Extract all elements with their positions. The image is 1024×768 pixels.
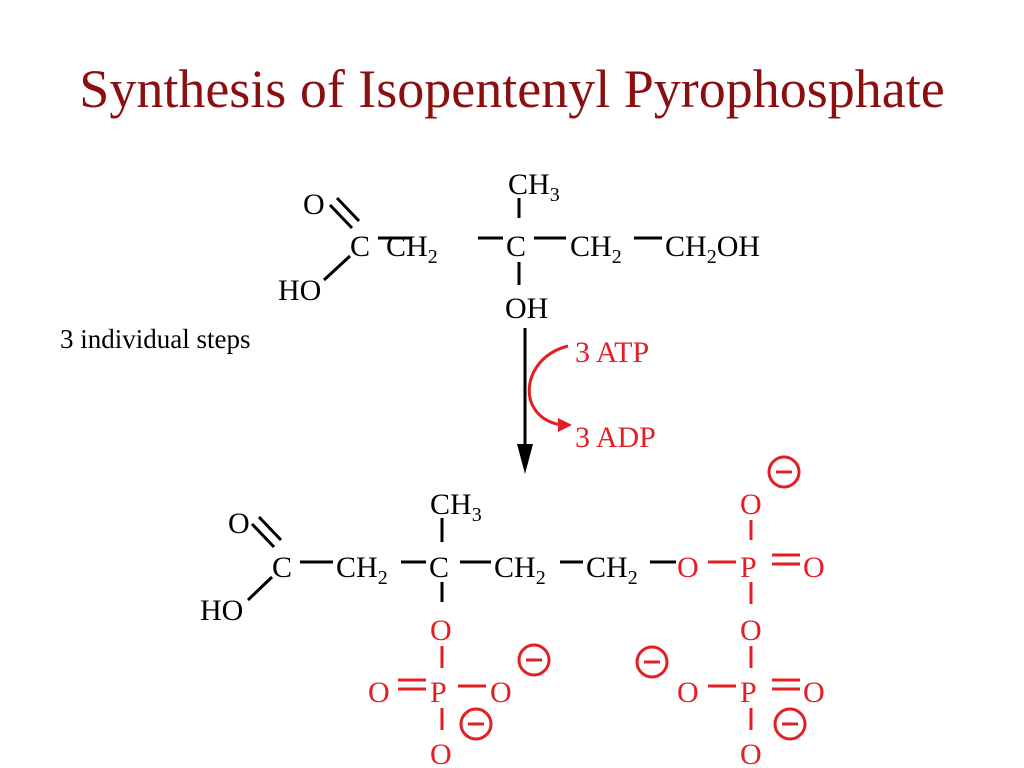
pp-p2: P xyxy=(740,676,757,709)
top-ch3: CH3 xyxy=(508,168,560,206)
pp-p1-o-top: O xyxy=(740,488,762,521)
top-co-double-1 xyxy=(328,203,354,230)
product-molecule: O C HO CH2 C CH3 CH2 CH2 O P O O xyxy=(200,455,825,768)
ph-p: P xyxy=(430,676,447,709)
bot-central-c: C xyxy=(429,551,449,584)
top-c-ho-bond xyxy=(322,254,352,282)
atp-adp-curved-arrow xyxy=(527,344,569,427)
pp-p1-o-right: O xyxy=(803,551,825,584)
pp-bridge-o: O xyxy=(740,614,762,647)
ph-o-right: O xyxy=(490,676,512,709)
bot-ch2-b: CH2 xyxy=(494,551,546,589)
bot-co-double-2 xyxy=(257,515,283,542)
pp-p1: P xyxy=(740,551,757,584)
bot-ch2-c: CH2 xyxy=(586,551,638,589)
ph-o-bottom: O xyxy=(430,738,452,768)
adp-label: 3 ADP xyxy=(575,421,656,454)
pp-p2-o-right: O xyxy=(803,676,825,709)
top-carboxyl-c: C xyxy=(350,230,370,263)
top-carbonyl-o: O xyxy=(303,188,325,221)
slide-title: Synthesis of Isopentenyl Pyrophosphate xyxy=(79,59,945,119)
top-ch2oh: CH2OH xyxy=(665,230,760,268)
ph-right-minus-charge xyxy=(517,643,551,677)
atp-label: 3 ATP xyxy=(575,336,649,369)
pp-p2-o-left: O xyxy=(677,676,699,709)
steps-note: 3 individual steps xyxy=(60,324,251,354)
top-ho: HO xyxy=(278,274,321,307)
pyrophosphate-group: O P O O O P O O O xyxy=(635,455,825,768)
pp-ester-o: O xyxy=(677,551,699,584)
top-ch2-a: CH2 xyxy=(386,230,438,268)
bot-ch2-a: CH2 xyxy=(336,551,388,589)
mevalonate-molecule: O C HO CH2 C CH3 OH CH2 CH2OH xyxy=(278,168,760,325)
bot-ch3: CH3 xyxy=(430,488,482,526)
phosphate-group: O P O O O xyxy=(368,614,551,768)
pp-p2-o-bottom: O xyxy=(740,738,762,768)
atp-adp-arrowhead xyxy=(558,418,572,432)
ph-bottom-minus-charge xyxy=(459,707,493,741)
reaction-arrow: 3 ATP 3 ADP xyxy=(517,328,656,474)
top-ch2-b: CH2 xyxy=(570,230,622,268)
bot-ho: HO xyxy=(200,594,243,627)
top-central-c: C xyxy=(506,230,526,263)
ph-o-left: O xyxy=(368,676,390,709)
pp-bottom-minus-charge xyxy=(773,707,807,741)
pp-top-minus-charge xyxy=(767,455,801,489)
top-oh: OH xyxy=(505,292,548,325)
bot-carboxyl-c: C xyxy=(272,551,292,584)
pp-left-minus-charge xyxy=(635,645,669,679)
ph-ester-o: O xyxy=(430,614,452,647)
top-co-double-2 xyxy=(335,196,361,223)
bot-c-ho-bond xyxy=(246,575,274,602)
bot-carbonyl-o: O xyxy=(228,507,250,540)
main-arrow-head xyxy=(517,444,533,474)
bot-co-double-1 xyxy=(250,522,276,549)
